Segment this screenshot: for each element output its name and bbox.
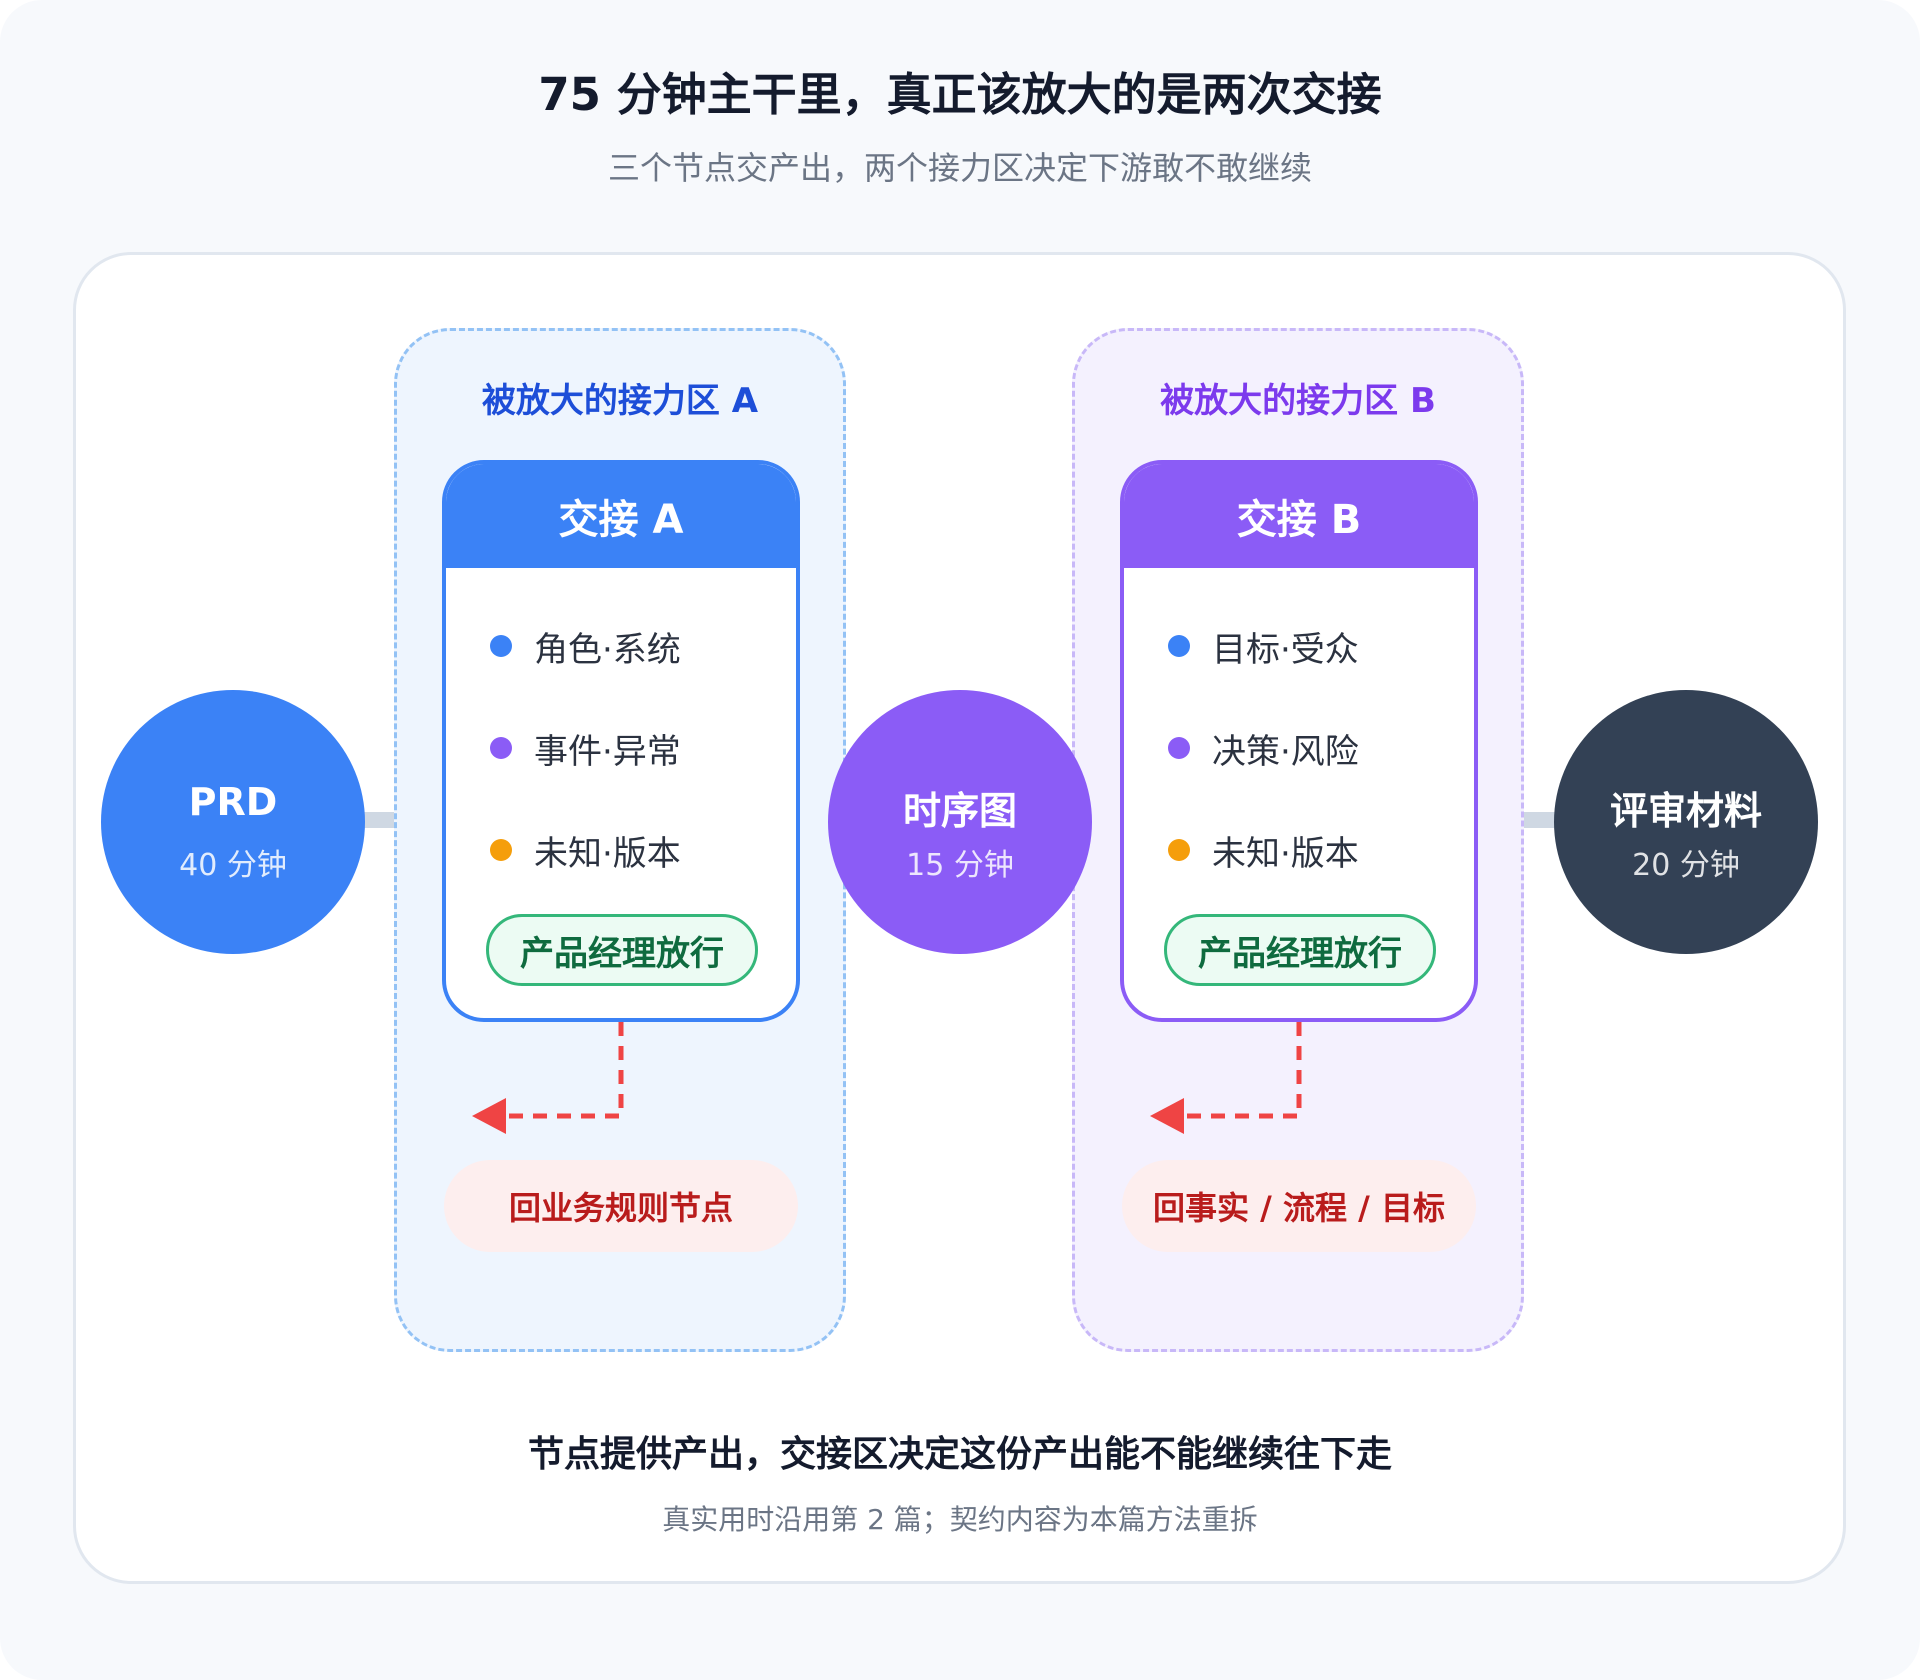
handoff-a-card: 交接 A 角色·系统 事件·异常 未知·版本 产品经理放行 (442, 460, 800, 1022)
node-name: 评审材料 (1609, 789, 1762, 833)
node-name: PRD (188, 780, 278, 824)
checklist-item-label: 未知·版本 (534, 833, 681, 874)
bullet-dot-icon (490, 839, 512, 861)
node-duration: 20 分钟 (1632, 848, 1740, 883)
bullet-dot-icon (490, 737, 512, 759)
checklist-item: 未知·版本 (490, 828, 681, 874)
node-duration: 15 分钟 (906, 848, 1014, 883)
node-prd: PRD 40 分钟 (101, 690, 365, 954)
handoff-a-title: 交接 A (446, 464, 796, 568)
bullet-dot-icon (1168, 839, 1190, 861)
bullet-dot-icon (490, 635, 512, 657)
node-sequence-diagram: 时序图 15 分钟 (828, 690, 1092, 954)
checklist-item-label: 角色·系统 (534, 629, 681, 670)
approve-badge: 产品经理放行 (1164, 914, 1436, 986)
node-name: 时序图 (902, 789, 1017, 833)
node-duration: 40 分钟 (179, 848, 287, 883)
node-review-materials: 评审材料 20 分钟 (1554, 690, 1818, 954)
footer-note: 真实用时沿用第 2 篇；契约内容为本篇方法重拆 (662, 1503, 1258, 1536)
handoff-b-card: 交接 B 目标·受众 决策·风险 未知·版本 产品经理放行 (1120, 460, 1478, 1022)
return-target-a: 回业务规则节点 (444, 1160, 798, 1252)
arrowhead-left-icon (1150, 1098, 1184, 1134)
return-arrow-a (472, 1022, 624, 1134)
checklist-item: 角色·系统 (490, 624, 681, 670)
handoff-b-title: 交接 B (1124, 464, 1474, 568)
bullet-dot-icon (1168, 737, 1190, 759)
checklist-item: 目标·受众 (1168, 624, 1359, 670)
return-arrow-b (1150, 1022, 1302, 1134)
relay-zone-b-title: 被放大的接力区 B (1160, 381, 1436, 421)
page-title: 75 分钟主干里，真正该放大的是两次交接 (538, 68, 1382, 121)
page-subtitle: 三个节点交产出，两个接力区决定下游敢不敢继续 (607, 149, 1312, 187)
relay-zone-a-title: 被放大的接力区 A (481, 381, 759, 421)
footer-statement: 节点提供产出，交接区决定这份产出能不能继续往下走 (527, 1434, 1392, 1475)
checklist-item-label: 未知·版本 (1212, 833, 1359, 874)
checklist-item: 事件·异常 (490, 726, 681, 772)
checklist-item: 未知·版本 (1168, 828, 1359, 874)
bullet-dot-icon (1168, 635, 1190, 657)
checklist-item-label: 决策·风险 (1212, 731, 1359, 772)
return-target-b: 回事实 / 流程 / 目标 (1122, 1160, 1476, 1252)
checklist-item-label: 目标·受众 (1212, 629, 1359, 670)
arrowhead-left-icon (472, 1098, 506, 1134)
approve-badge: 产品经理放行 (486, 914, 758, 986)
checklist-item: 决策·风险 (1168, 726, 1359, 772)
checklist-item-label: 事件·异常 (534, 731, 681, 772)
